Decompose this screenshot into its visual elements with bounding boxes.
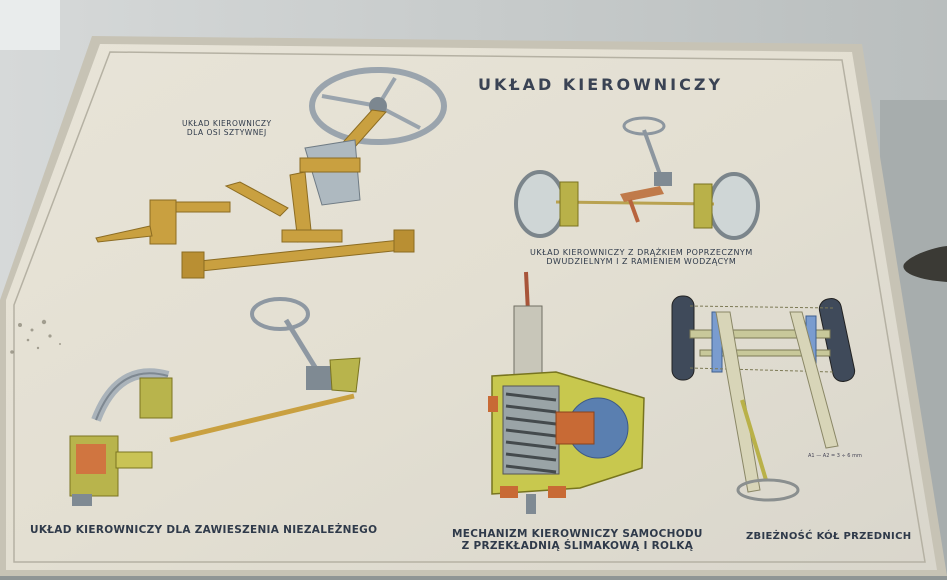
- caption-worm-mechanism: MECHANIZM KIEROWNICZY SAMOCHODU Z PRZEKŁ…: [452, 528, 703, 553]
- diagram-toe-in: [671, 295, 856, 502]
- toe-note: A1 — A2 = 3 ÷ 6 mm: [808, 453, 862, 459]
- caption-split-tie-rod: UKŁAD KIEROWNICZY Z DRĄŻKIEM POPRZECZNYM…: [530, 248, 753, 267]
- poster-title: UKŁAD KIEROWNICZY: [478, 75, 724, 94]
- poster-paper: [6, 44, 937, 570]
- hand-shape: [903, 246, 947, 282]
- diagram-split-tie-rod: [514, 116, 760, 240]
- stains: [10, 319, 61, 354]
- caption-independent-suspension: UKŁAD KIEROWNICZY DLA ZAWIESZENIA NIEZAL…: [30, 524, 378, 536]
- steering-wheel-icon: [309, 67, 447, 145]
- poster-border: [13, 51, 926, 563]
- diagram-rigid-axle: [95, 67, 447, 279]
- caption-rigid-axle: UKŁAD KIEROWNICZY DLA OSI SZTYWNEJ: [182, 119, 272, 137]
- diagram-independent-suspension: [69, 297, 361, 506]
- window-ledge: [0, 0, 60, 50]
- diagram-worm-mechanism: [488, 271, 645, 514]
- caption-toe-in: ZBIEŻNOŚĆ KÓŁ PRZEDNICH: [746, 531, 912, 542]
- worm-coils: [505, 392, 557, 474]
